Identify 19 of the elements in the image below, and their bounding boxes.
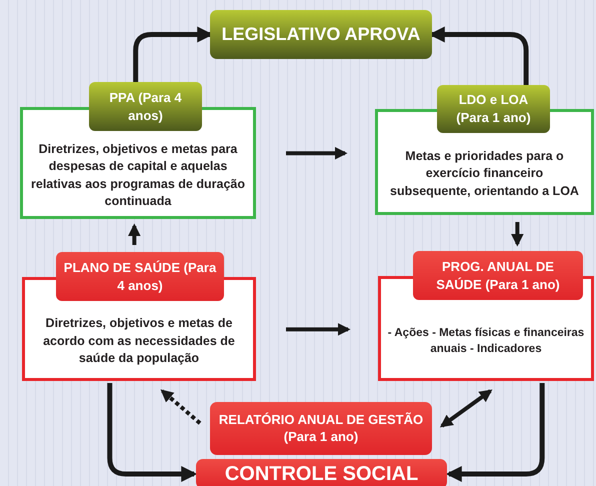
description-text: Diretrizes, objetivos e metas de acordo com as necessidades de saúde da população bbox=[42, 315, 236, 368]
header-tab: PROG. ANUAL DE SAÚDE (Para 1 ano) bbox=[413, 251, 583, 300]
arrow bbox=[128, 223, 141, 245]
header-tab: LDO e LOA (Para 1 ano) bbox=[437, 85, 550, 133]
description-text: - Ações - Metas físicas e financeiras anuais - Indicadores bbox=[386, 326, 586, 357]
arrow bbox=[446, 383, 545, 482]
header-tab: PPA (Para 4 anos) bbox=[89, 82, 202, 131]
header-tab: PLANO DE SAÚDE (Para 4 anos) bbox=[56, 252, 224, 301]
description-text: Metas e prioridades para o exercício financeiro subsequente, orientando a LOA bbox=[389, 148, 580, 200]
report-box: RELATÓRIO ANUAL DE GESTÃO (Para 1 ano) bbox=[210, 402, 432, 455]
arrow bbox=[510, 222, 524, 247]
arrow bbox=[286, 323, 351, 336]
arrow bbox=[286, 146, 348, 160]
arrow bbox=[440, 389, 492, 428]
approval-box: LEGISLATIVO APROVA bbox=[210, 10, 432, 59]
description-text: Diretrizes, objetivos e metas para despesas de capital e aquelas relativas aos programas de duração continuada bbox=[31, 140, 245, 210]
arrow bbox=[160, 389, 202, 425]
arrow bbox=[107, 383, 198, 482]
control-box: CONTROLE SOCIAL bbox=[196, 459, 447, 486]
